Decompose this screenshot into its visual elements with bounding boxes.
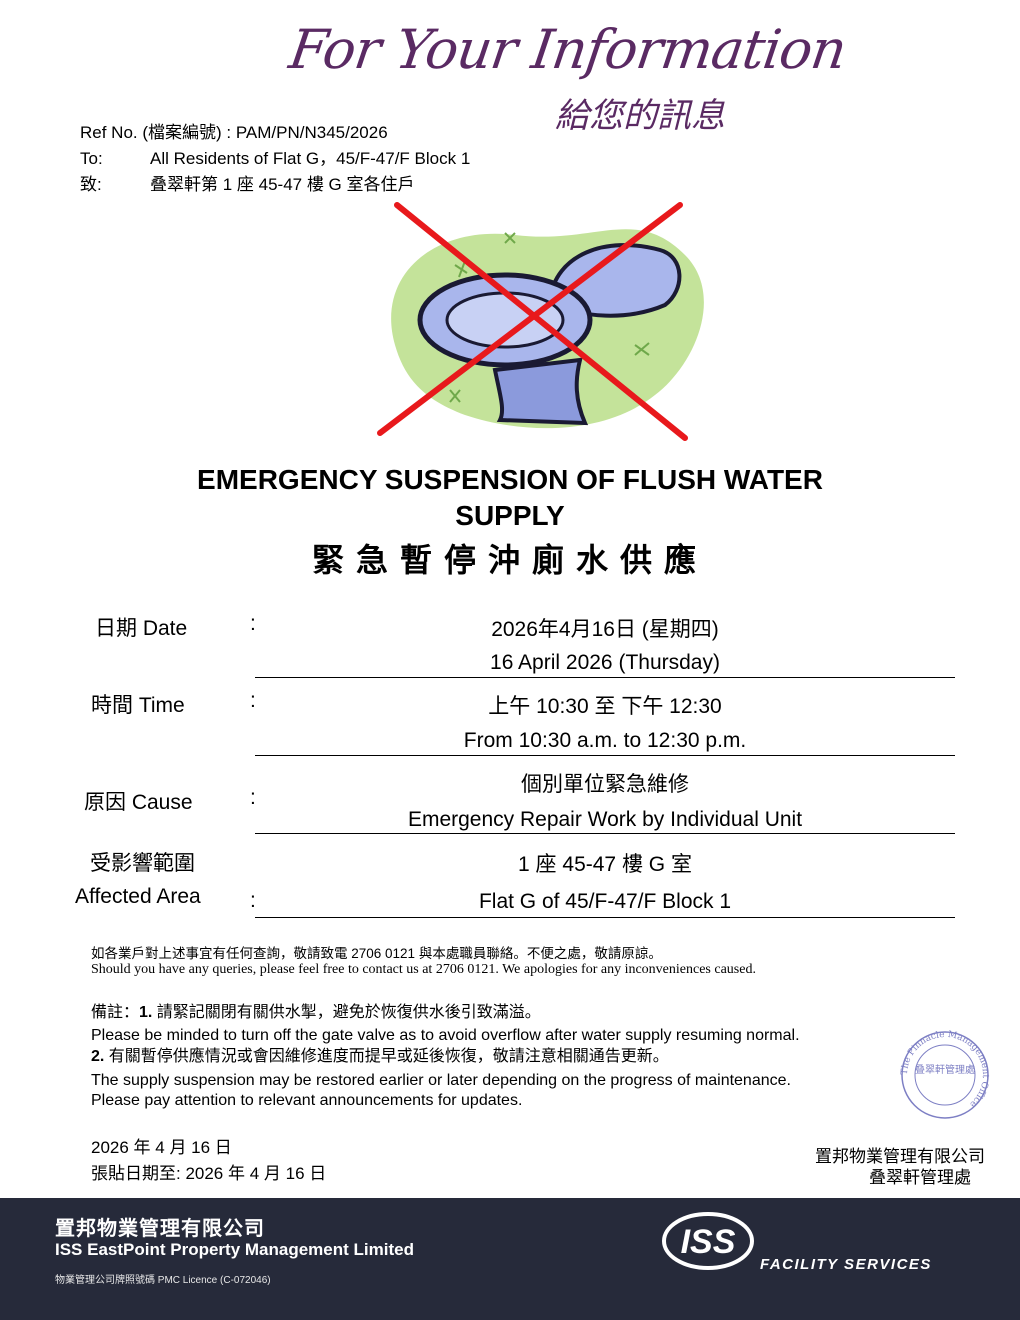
cause-colon: : — [250, 786, 256, 809]
note-1-en: Please be minded to turn off the gate va… — [91, 1027, 800, 1044]
area-zh: 1 座 45-47 樓 G 室 — [518, 853, 692, 876]
cause-label: 原因 Cause — [84, 791, 193, 814]
issue-date: 2026 年 4 月 16 日 — [91, 1138, 232, 1157]
cause-en: Emergency Repair Work by Individual Unit — [407, 808, 803, 831]
row-divider — [255, 833, 955, 834]
area-en: Flat G of 45/F-47/F Block 1 — [478, 890, 732, 913]
crossed-out-toilet-icon — [377, 202, 704, 441]
company-stamp: The Pinnacle Management Office 叠翠軒管理處 — [900, 1030, 990, 1119]
area-label-en: Affected Area — [75, 885, 201, 908]
facility-services-text: FACILITY SERVICES — [760, 1256, 932, 1273]
area-label-zh: 受影響範圍 — [90, 852, 195, 875]
iss-logo-icon: ISS — [662, 1212, 754, 1270]
note-2-zh: 2. 有關暫停供應情況或會因維修進度而提早或延後恢復，敬請注意相關通告更新。 — [91, 1047, 669, 1067]
footer-company-zh: 置邦物業管理有限公司 — [55, 1218, 265, 1240]
note-2-en-line2: Please pay attention to relevant announc… — [91, 1092, 523, 1109]
signature-office: 叠翠軒管理處 — [869, 1168, 971, 1187]
ref-number: Ref No. (檔案編號) : PAM/PN/N345/2026 — [80, 123, 388, 142]
enquiry-zh: 如各業戶對上述事宜有任何查詢，敬請致電 2706 0121 與本處職員聯絡。不便… — [91, 946, 662, 961]
signature-company: 置邦物業管理有限公司 — [815, 1147, 985, 1166]
footer-licence: 物業管理公司牌照號碼 PMC Licence (C-072046) — [55, 1275, 271, 1286]
iss-logo-text: ISS — [681, 1223, 736, 1261]
date-en: 16 April 2026 (Thursday) — [490, 651, 720, 674]
zhi-value: 叠翠軒第 1 座 45-47 樓 G 室各住戶 — [150, 175, 415, 194]
stamp-center-text: 叠翠軒管理處 — [915, 1063, 975, 1076]
note-2-number: 2. — [91, 1048, 105, 1065]
row-divider — [255, 755, 955, 756]
note-2-en-line1: The supply suspension may be restored ea… — [91, 1072, 791, 1089]
time-zh: 上午 10:30 至 下午 12:30 — [488, 695, 722, 718]
notice-title-en-line2: SUPPLY — [455, 500, 565, 531]
notice-title-zh: 緊急暫停沖廁水供應 — [311, 542, 708, 578]
date-colon: : — [250, 612, 256, 635]
time-label: 時間 Time — [91, 694, 185, 717]
for-your-information-logo: For Your Information — [285, 18, 850, 81]
note-1-zh: 備註：1. 請緊記關閉有關供水掣，避免於恢復供水後引致滿溢。 — [91, 1003, 541, 1023]
row-divider — [255, 917, 955, 918]
note-1-number: 1. — [139, 1004, 153, 1021]
to-value: All Residents of Flat G，45/F-47/F Block … — [150, 149, 471, 168]
notice-title-en-line1: EMERGENCY SUSPENSION OF FLUSH WATER — [197, 464, 823, 495]
to-label: To: — [80, 149, 103, 168]
note-1-zh-text: 請緊記關閉有關供水掣，避免於恢復供水後引致滿溢。 — [152, 1004, 541, 1021]
post-until-date: 張貼日期至: 2026 年 4 月 16 日 — [91, 1164, 327, 1183]
fyi-chinese-logo: 給您的訊息 — [555, 96, 725, 136]
time-en: From 10:30 a.m. to 12:30 p.m. — [463, 729, 747, 752]
cause-zh: 個別單位緊急維修 — [521, 773, 689, 796]
date-zh: 2026年4月16日 (星期四) — [491, 618, 719, 641]
footer-bar: 置邦物業管理有限公司 ISS EastPoint Property Manage… — [0, 1198, 1020, 1320]
row-divider — [255, 677, 955, 678]
note-2-zh-text: 有關暫停供應情況或會因維修進度而提早或延後恢復，敬請注意相關通告更新。 — [104, 1048, 669, 1065]
footer-company-en: ISS EastPoint Property Management Limite… — [55, 1240, 414, 1259]
area-colon: : — [250, 889, 256, 912]
date-label: 日期 Date — [95, 617, 188, 640]
time-colon: : — [250, 689, 256, 712]
enquiry-en: Should you have any queries, please feel… — [91, 962, 756, 977]
notes-prefix: 備註： — [91, 1004, 140, 1021]
zhi-label: 致: — [80, 175, 102, 194]
